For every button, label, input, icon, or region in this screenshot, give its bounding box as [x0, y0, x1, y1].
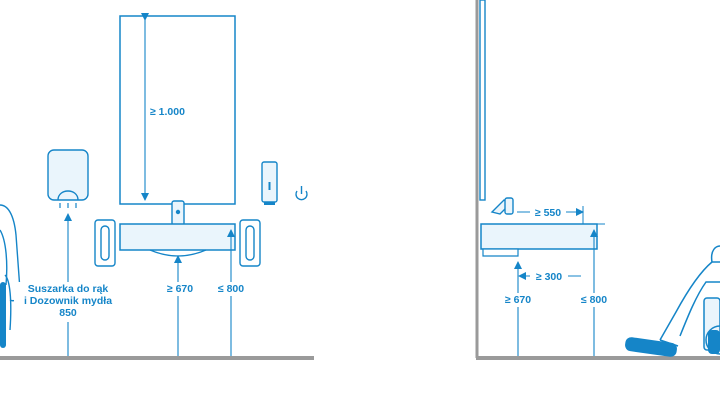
wheelchair-user-icon [0, 204, 21, 348]
power-button-icon [295, 186, 308, 201]
basin-height-label: ≥ 670 [167, 283, 193, 295]
dispenser-height-value: 850 [59, 307, 77, 319]
wheelchair-user-icon [625, 245, 720, 357]
soap-dispenser-icon [261, 161, 278, 205]
front-view: ≥ 1.000 Suszarka do rąk i Dozownik mydła… [0, 13, 314, 360]
dispenser-label-line2: i Dozownik mydła [24, 295, 112, 307]
knee-depth-label: ≥ 300 [536, 271, 562, 283]
basin-top-label: ≤ 800 [581, 294, 607, 306]
side-view: ≥ 550 ≥ 300 ≥ 670 ≤ 800 [475, 0, 720, 360]
knee-clearance-label: ≥ 670 [505, 294, 531, 306]
washbasin-side [480, 223, 605, 257]
grab-bar-height-label: ≤ 800 [218, 283, 244, 295]
faucet-icon [490, 197, 514, 215]
washbasin [119, 223, 236, 257]
hand-dryer-icon [47, 149, 89, 208]
mirror-height-label: ≥ 1.000 [150, 106, 185, 118]
faucet-reach-label: ≥ 550 [535, 207, 561, 219]
dispenser-label-line1: Suszarka do rąk [28, 283, 109, 295]
faucet-icon [171, 200, 185, 226]
mirror-edge-icon [479, 0, 486, 201]
grab-bar-icon [94, 219, 261, 267]
